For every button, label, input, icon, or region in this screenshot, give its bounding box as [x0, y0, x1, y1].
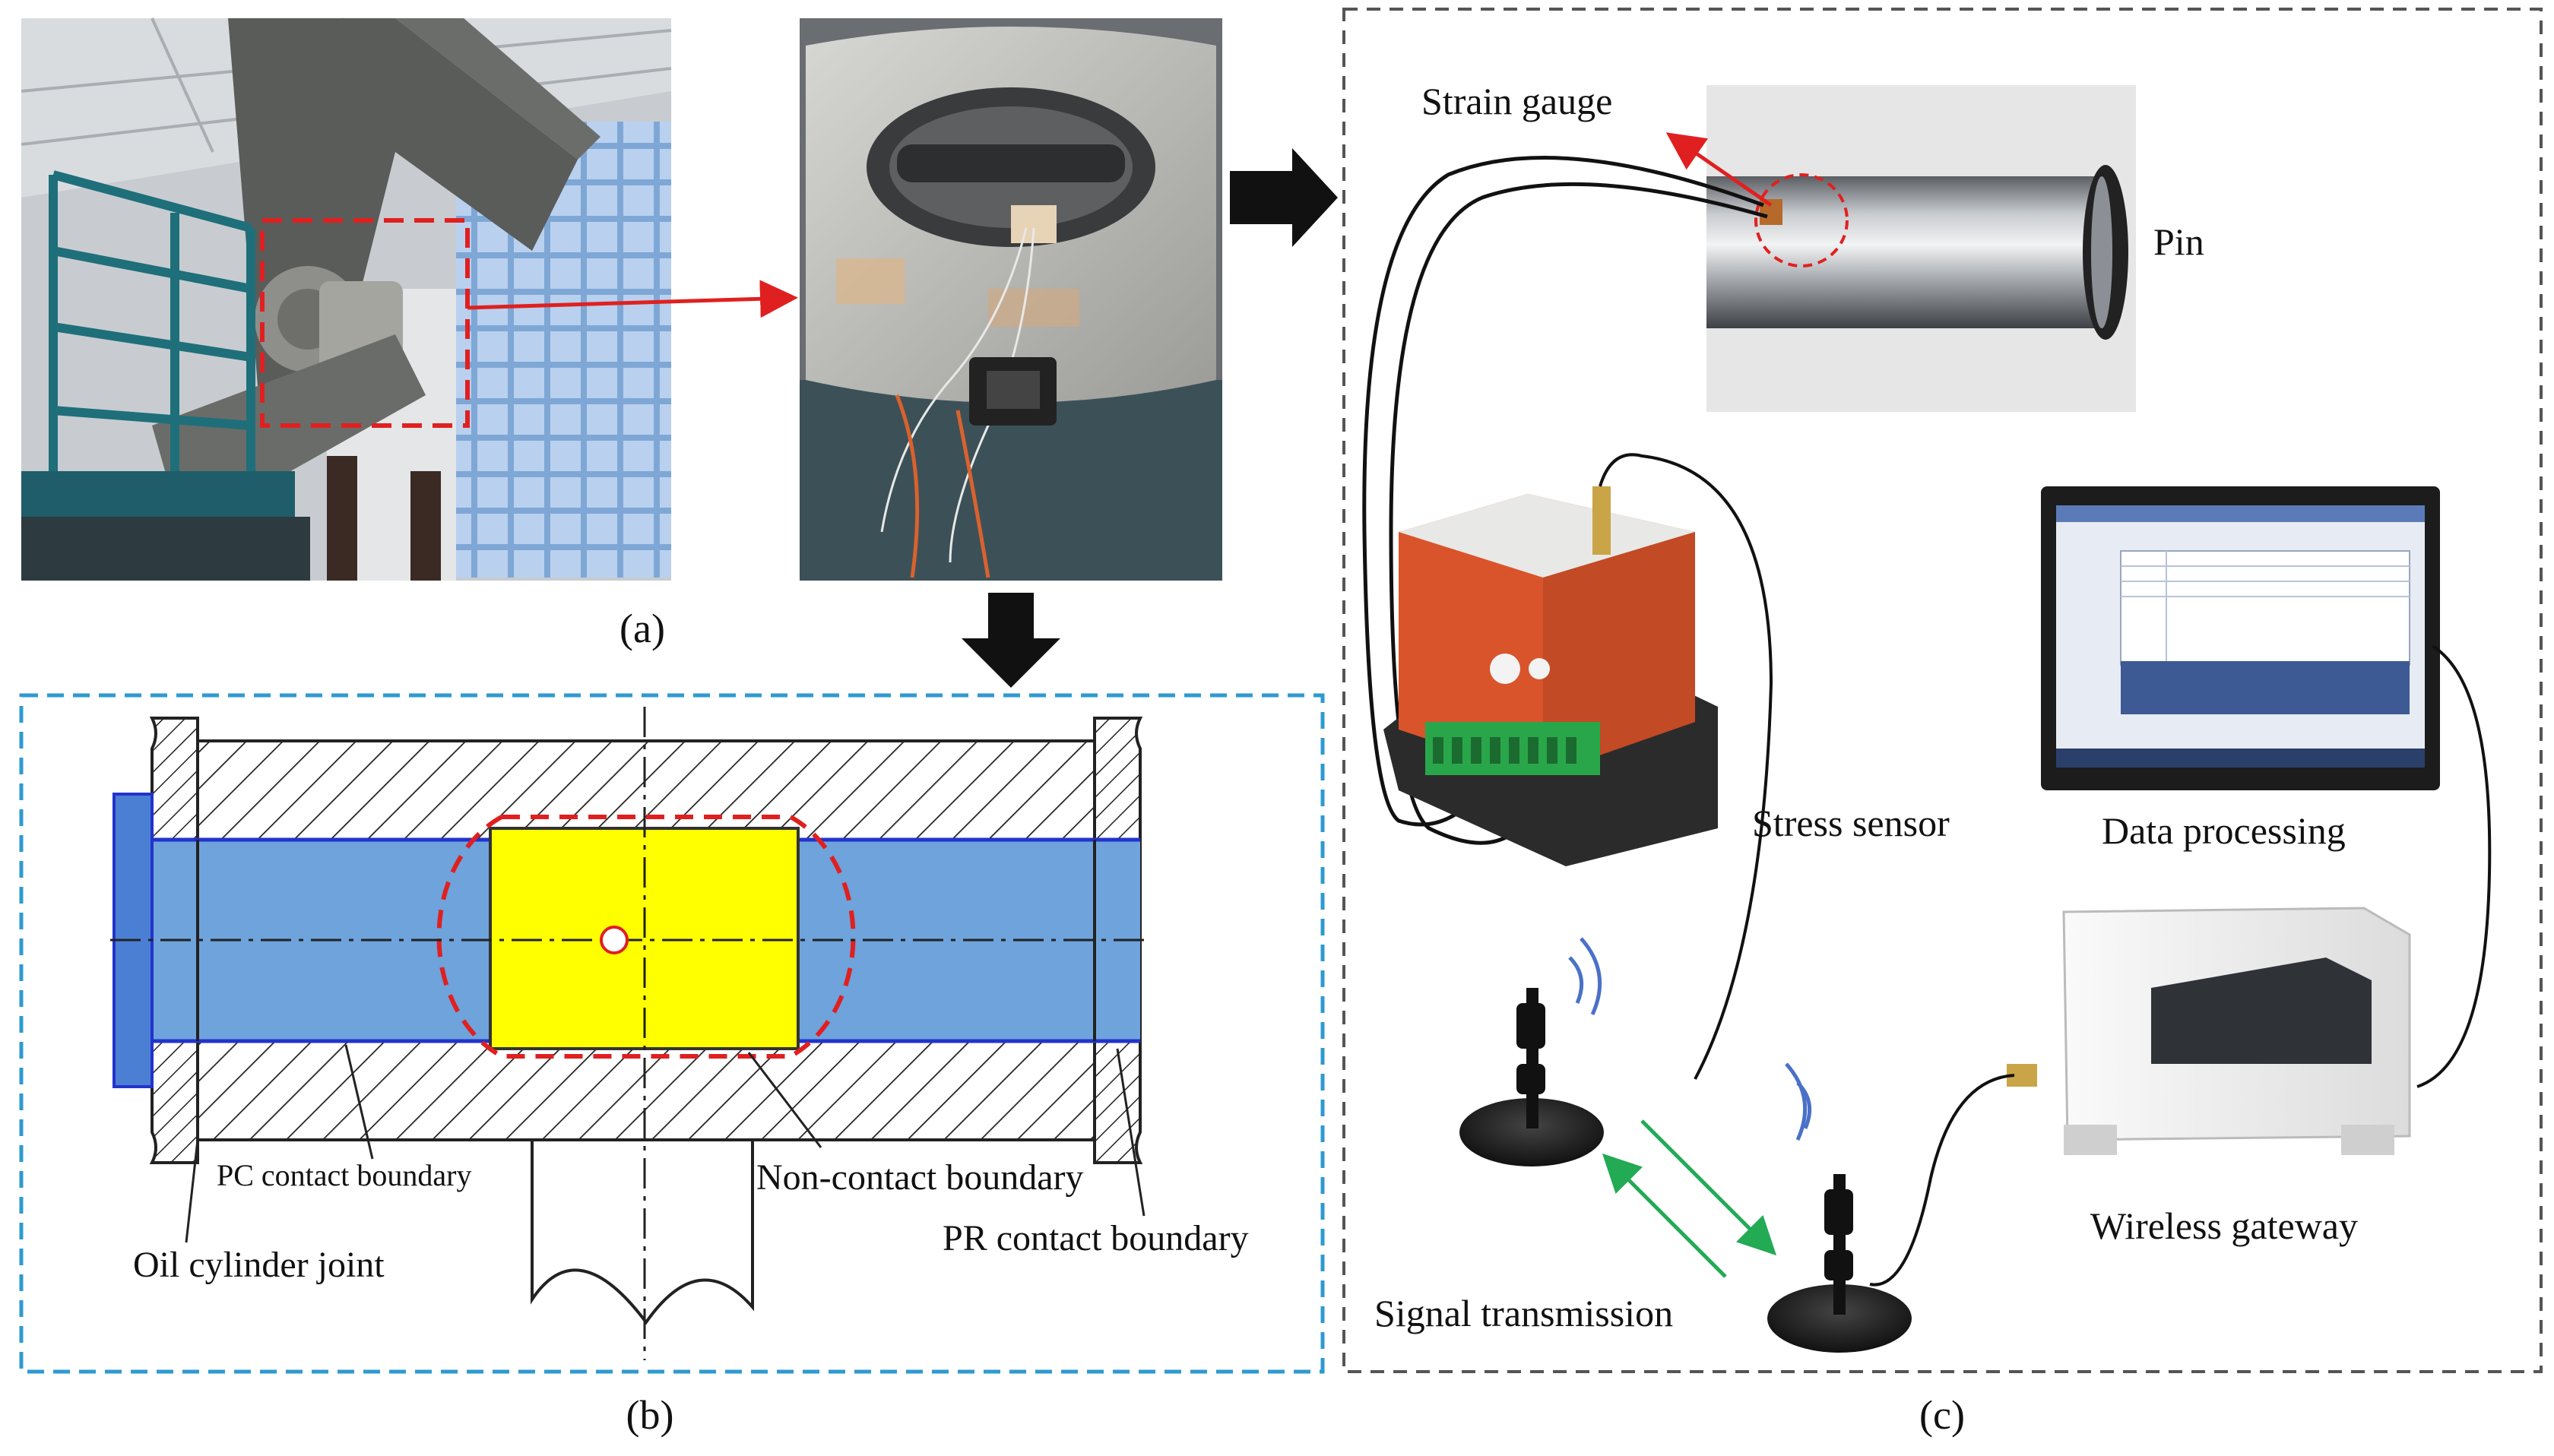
non-contact-boundary-label: Non-contact boundary: [756, 1157, 1084, 1198]
signal-transmission-label: Signal transmission: [1374, 1292, 1673, 1334]
stress-sensor-label: Stress sensor: [1752, 802, 1950, 844]
strain-gauge-label: Strain gauge: [1421, 80, 1612, 122]
data-processing-label: Data processing: [2102, 809, 2346, 852]
panel-b-label: (b): [626, 1392, 674, 1438]
crane-boom-photo: [21, 17, 672, 581]
panel-c-label: (c): [1919, 1392, 1965, 1438]
panel-b: PC contact boundary Oil cylinder joint N…: [19, 693, 1325, 1438]
panel-a-label: (a): [619, 606, 665, 651]
oil-cylinder-joint-label: Oil cylinder joint: [133, 1245, 385, 1285]
pin-label: Pin: [2153, 220, 2204, 263]
pin-with-strain-gauge-photo: [1706, 85, 2136, 412]
gauge-wires: [1362, 156, 1768, 845]
signal-arrow-up: [1602, 1153, 1727, 1278]
strain-gauge-highlight: [1754, 173, 1849, 267]
pc-contact-boundary-label: PC contact boundary: [217, 1158, 472, 1192]
stress-sensor-box: [1383, 486, 1718, 866]
antenna-icon: [1459, 937, 1604, 1166]
non-contact-region: [436, 815, 856, 1059]
arrow-down-icon: [962, 593, 1060, 688]
laptop-screen: [2041, 486, 2440, 790]
antenna-icon: [1767, 1062, 1912, 1353]
wireless-gateway-label: Wireless gateway: [2090, 1204, 2358, 1247]
panel-b-frame: [19, 693, 1325, 1374]
panel-c-frame: [1342, 8, 2543, 1373]
rod-stub: [531, 1140, 754, 1325]
red-pointer-arrow: [467, 280, 798, 318]
panel-c: Strain gauge Pin Stress sensor: [1342, 8, 2543, 1438]
arrow-right-icon: [1230, 148, 1338, 247]
pr-contact-boundary-label: PR contact boundary: [943, 1218, 1249, 1258]
strain-gauge-pointer: [1665, 132, 1773, 207]
signal-arrow-down: [1640, 1119, 1777, 1256]
wireless-gateway-box: [2007, 907, 2411, 1155]
pin-joint-photo: [800, 18, 1222, 581]
panel-a: (a): [21, 17, 1338, 688]
highlight-box: [260, 218, 470, 428]
pin-cross-section: [110, 707, 1148, 1360]
